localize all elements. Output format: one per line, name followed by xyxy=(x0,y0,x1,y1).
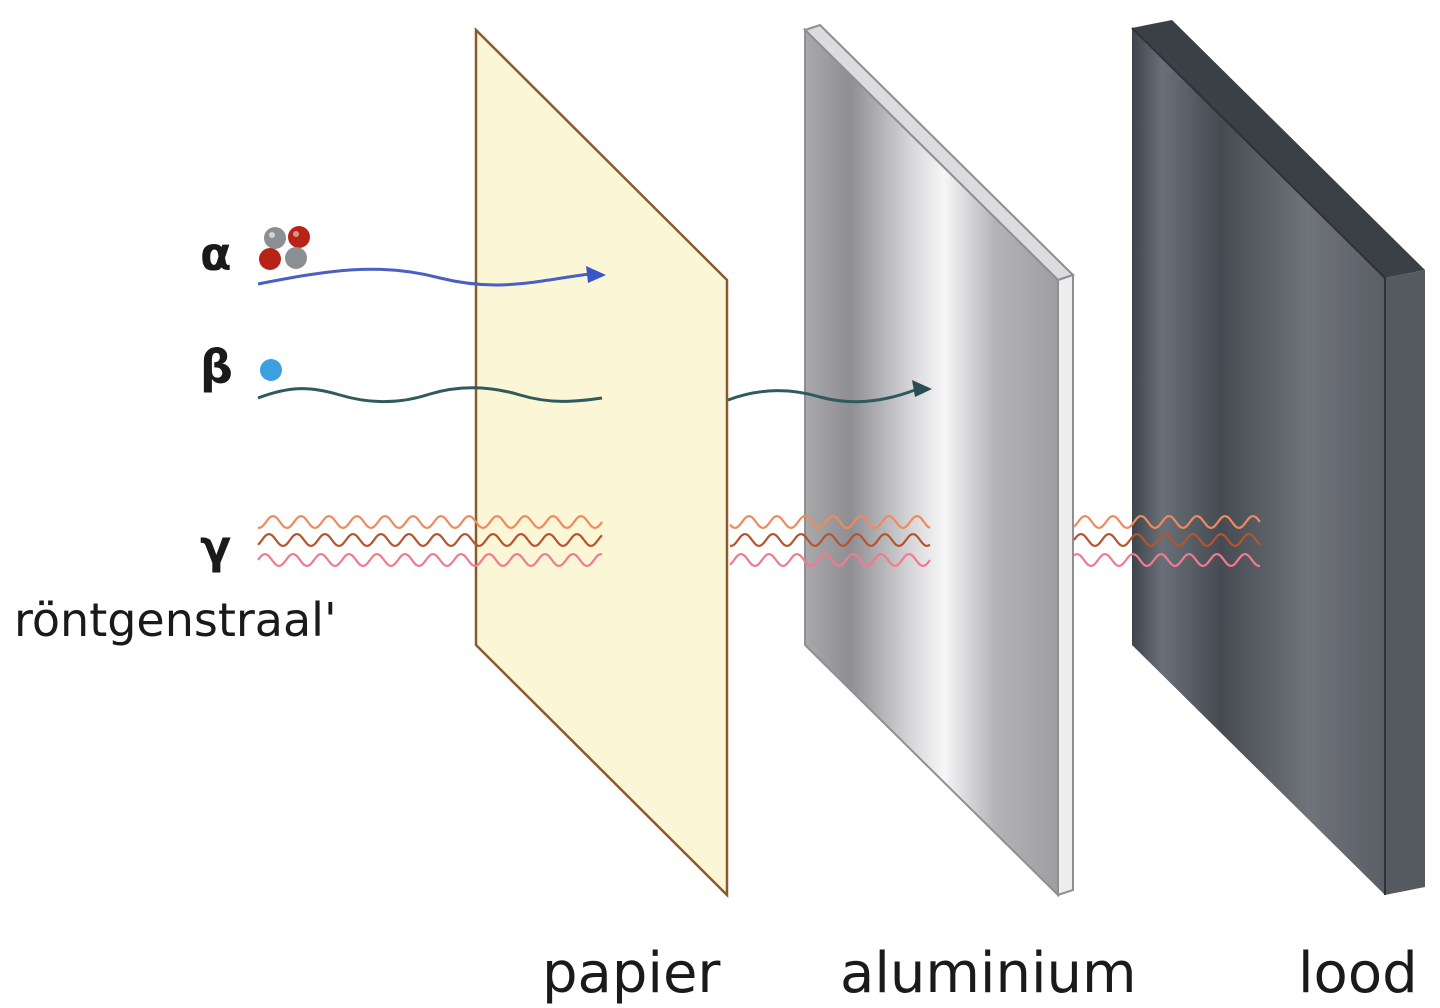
gamma-wave-2-3 xyxy=(729,553,931,567)
gamma-wave-2-1 xyxy=(729,515,931,529)
gamma-wave-1-3 xyxy=(257,553,602,567)
xray-label: röntgenstraal' xyxy=(14,593,337,647)
paper-sheet xyxy=(474,26,729,899)
lead-block xyxy=(1131,20,1425,895)
alpha-particle-icon xyxy=(259,226,310,270)
aluminium-label: aluminium xyxy=(840,941,1137,1006)
gamma-wave-1-2 xyxy=(257,533,603,547)
aluminium-plate xyxy=(803,23,1075,898)
beta-particle-icon xyxy=(260,359,282,381)
gamma-wave-2-2 xyxy=(730,533,931,547)
beta-path-back xyxy=(727,388,916,404)
gamma-ray xyxy=(257,515,1261,567)
beta-path-front xyxy=(257,386,603,404)
gamma-label: γ xyxy=(200,520,231,574)
alpha-label: α xyxy=(200,227,232,281)
paper-label: papier xyxy=(542,941,721,1006)
gamma-wave-1-1 xyxy=(258,515,603,529)
lead-label: lood xyxy=(1298,941,1418,1006)
gamma-wave-3-3 xyxy=(1073,553,1260,567)
gamma-wave-3-1 xyxy=(1073,515,1261,529)
beta-arrowhead xyxy=(912,380,932,397)
gamma-wave-3-2 xyxy=(1073,533,1261,547)
alpha-path xyxy=(257,267,591,287)
alpha-ray xyxy=(257,226,606,287)
alpha-arrowhead xyxy=(586,266,606,283)
beta-label: β xyxy=(200,340,233,394)
beta-ray xyxy=(257,359,932,404)
